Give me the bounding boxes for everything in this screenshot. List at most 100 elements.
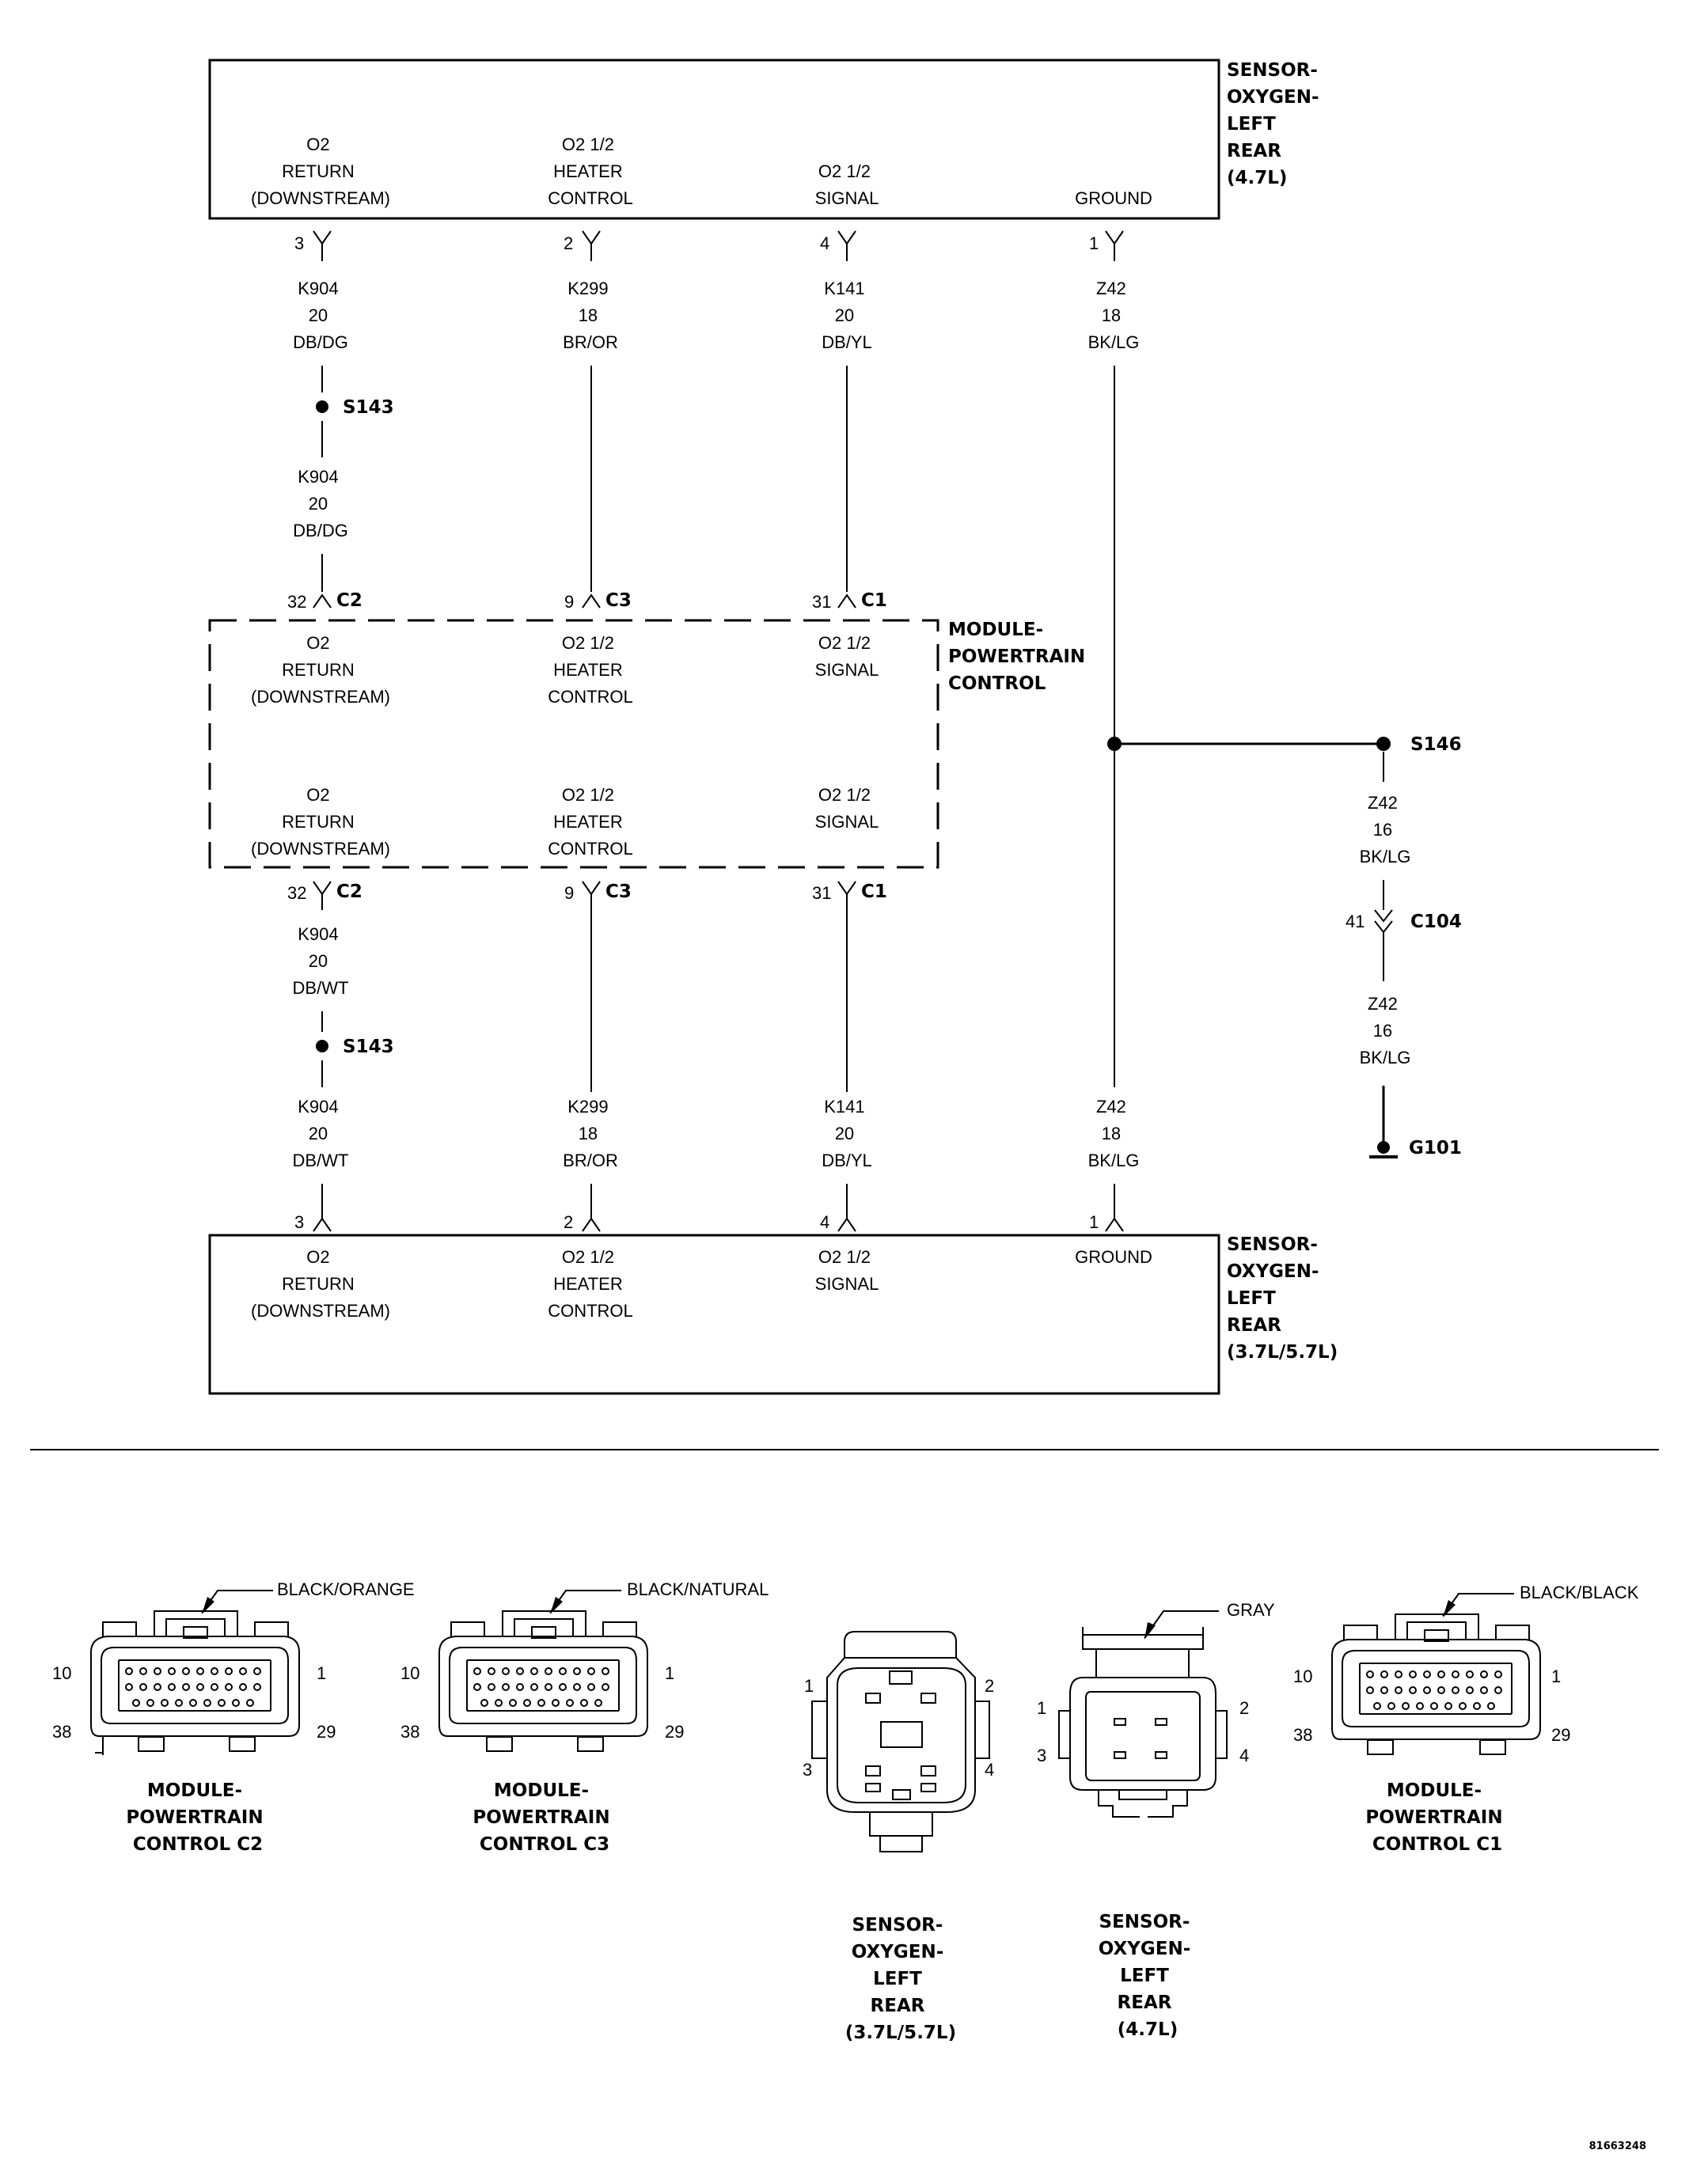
pin-cavity [488,1667,495,1675]
pin-cavity [530,1683,538,1691]
pin-cavity [168,1683,176,1691]
pin-cavity [473,1683,481,1691]
pin-cavity [1423,1686,1431,1694]
pin-cavity [1459,1702,1467,1710]
pcm-return-label-lower: O2 RETURN (DOWNSTREAM) [251,785,390,859]
sensor37-pin-1: 1 [804,1676,814,1696]
pin-cavity [594,1699,602,1707]
pin-cavity [1452,1670,1459,1678]
wire-label-z42-16: Z42 16 BK/LG [1360,994,1411,1067]
connector-view-c1: BLACK/BLACK 10 1 38 29 MODULE- POWERTRAI… [1293,1583,1639,1855]
pin-cavity [1366,1670,1374,1678]
c1-pin-38: 38 [1293,1725,1312,1745]
c2-pin-1: 1 [317,1663,326,1683]
pin-cavity [1480,1686,1488,1694]
top-sensor-ground-label: GROUND [1075,188,1152,208]
pin-cavity [203,1699,211,1707]
bottom-sensor-signal-label: O2 1/2 SIGNAL [815,1247,879,1294]
pin-cavity [1466,1670,1474,1678]
sensor37-pin-2: 2 [985,1676,994,1696]
pcm-upper-pins: 32 C2 9 C3 31 C1 [287,590,887,612]
pin-cavity [602,1667,609,1675]
pin-cavity [161,1699,169,1707]
pin-cavity [480,1699,488,1707]
pin-cavity [1437,1670,1445,1678]
pin-number: 4 [820,1212,829,1232]
splice-s146: S146 [1410,734,1462,755]
c1-caption: MODULE- POWERTRAIN CONTROL C1 [1365,1780,1509,1855]
pin-cavity [1494,1686,1502,1694]
splice-dot [316,1040,328,1052]
pin-cavity [125,1667,133,1675]
pin-number: 32 [287,883,306,903]
pin-cavity [580,1699,588,1707]
sensor47-color: GRAY [1227,1600,1275,1620]
bottom-sensor-box: SENSOR- OXYGEN- LEFT REAR (3.7L/5.7L) O2… [208,1234,1338,1395]
sensor37-pin-3: 3 [803,1760,812,1780]
pin-number: 9 [564,592,574,612]
connector-c2-label: C2 [336,590,362,611]
c2-color: BLACK/ORANGE [277,1579,415,1599]
pin-cavity [502,1667,510,1675]
pin-cavity [502,1683,510,1691]
connector-c1-label: C1 [861,882,887,902]
pin-cavity [1437,1686,1445,1694]
pin-cavity [602,1683,609,1691]
pin-cavity [530,1667,538,1675]
c3-caption: MODULE- POWERTRAIN CONTROL C3 [473,1780,616,1855]
connector-c1-label: C1 [861,590,887,611]
pin-cavity [545,1667,552,1675]
pin-number: 3 [294,233,304,253]
c1-color: BLACK/BLACK [1520,1583,1639,1602]
c2-pin-10: 10 [52,1663,71,1683]
c3-pin-10: 10 [400,1663,419,1683]
pcm-box: MODULE- POWERTRAIN CONTROL O2 RETURN (DO… [208,619,1085,869]
pin-cavity [239,1667,247,1675]
pin-cavity [1416,1702,1424,1710]
connector-c2-label: C2 [336,882,362,902]
pin-cavity [211,1667,218,1675]
wire-label-k141: K141 20 DB/YL [822,279,872,352]
pcm-signal-label-lower: O2 1/2 SIGNAL [815,785,879,832]
pin-cavity [545,1683,552,1691]
pin-cavity [225,1683,233,1691]
pin-number: 2 [564,233,573,253]
wire-label-k904: K904 20 DB/DG [293,279,348,352]
wire-label-k904: K904 20 DB/WT [293,1097,349,1170]
top-sensor-pins: 3 2 4 1 [294,230,1124,261]
pin-cavity [559,1683,567,1691]
pcm-lower-pins: 32 C2 9 C3 31 C1 [287,881,887,1092]
top-sensor-signal-label: O2 1/2 SIGNAL [815,161,879,208]
pin-cavity [473,1667,481,1675]
pin-cavity [132,1699,140,1707]
pin-cavity [573,1683,581,1691]
pin-cavity [253,1667,261,1675]
pin-cavity [573,1667,581,1675]
pin-cavity [509,1699,517,1707]
pin-cavity [125,1683,133,1691]
sensor47-caption: SENSOR- OXYGEN- LEFT REAR (4.7L) [1099,1912,1197,2040]
pin-cavity [182,1683,190,1691]
pcm-return-label-upper: O2 RETURN (DOWNSTREAM) [251,633,390,707]
pin-cavity [139,1667,147,1675]
pcm-heater-label-upper: O2 1/2 HEATER CONTROL [548,633,633,707]
pin-number: 31 [812,592,831,612]
pin-number: 9 [564,883,574,903]
top-sensor-return-label: O2 RETURN (DOWNSTREAM) [251,135,390,208]
pin-cavity [1480,1670,1488,1678]
splice-dot [1376,737,1391,751]
pin-cavity [1387,1702,1395,1710]
c2-caption: MODULE- POWERTRAIN CONTROL C2 [126,1780,269,1855]
pin-cavity [1409,1686,1417,1694]
pin-cavity [1473,1702,1481,1710]
pin-cavity [246,1699,254,1707]
splice-s143-upper: S143 [343,397,394,418]
pin-cavity [1430,1702,1438,1710]
bottom-sensor-pins: 3 2 4 1 [294,1212,1124,1232]
sensor47-pin-2: 2 [1239,1698,1249,1718]
sensor47-pin-1: 1 [1037,1698,1046,1718]
pin-cavity [175,1699,183,1707]
wire-label-z42: Z42 18 BK/LG [1088,279,1140,352]
bottom-sensor-return-label: O2 RETURN (DOWNSTREAM) [251,1247,390,1321]
